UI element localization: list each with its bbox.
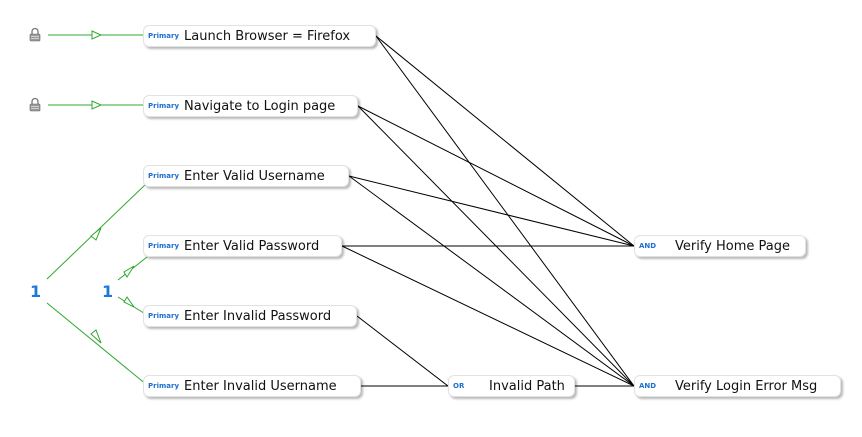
cause-node-invalid-password[interactable]: Primary Enter Invalid Password	[143, 305, 357, 327]
lock-icon	[29, 27, 41, 42]
node-type-tag: Primary	[148, 382, 180, 390]
cause-node-invalid-username[interactable]: Primary Enter Invalid Username	[143, 375, 361, 397]
link-c1-e2	[375, 35, 635, 387]
node-label: Enter Valid Password	[184, 238, 320, 254]
node-label: Enter Invalid Password	[184, 308, 332, 324]
link-c3-e1	[348, 175, 635, 247]
node-type-tag: Primary	[148, 172, 180, 180]
cause-node-launch-browser[interactable]: Primary Launch Browser = Firefox	[143, 25, 376, 47]
node-label: Verify Login Error Msg	[675, 378, 818, 394]
link-c4-e2	[341, 245, 635, 387]
node-label: Verify Home Page	[675, 238, 791, 254]
arrow-head	[91, 100, 103, 110]
node-label: Enter Invalid Username	[184, 378, 337, 394]
constraint-one-label[interactable]: 1	[102, 282, 114, 301]
node-type-tag: AND	[639, 242, 657, 250]
effect-node-verify-home-page[interactable]: AND Verify Home Page	[634, 235, 806, 257]
node-label: Launch Browser = Firefox	[184, 28, 351, 44]
node-type-tag: Primary	[148, 312, 180, 320]
arrow-head	[90, 329, 102, 344]
cause-node-valid-username[interactable]: Primary Enter Valid Username	[143, 165, 349, 187]
cause-node-navigate-login[interactable]: Primary Navigate to Login page	[143, 95, 358, 117]
node-type-tag: Primary	[148, 242, 180, 250]
node-type-tag: AND	[639, 382, 657, 390]
lock-icon	[29, 97, 41, 112]
arrow-head	[91, 30, 103, 40]
link-layer	[341, 35, 635, 387]
intermediate-node-invalid-path[interactable]: OR Invalid Path	[448, 375, 575, 397]
arrow-head	[123, 265, 135, 278]
constraint-one-label[interactable]: 1	[30, 282, 42, 301]
node-type-tag: OR	[453, 382, 465, 390]
node-type-tag: Primary	[148, 102, 180, 110]
effect-node-verify-login-error[interactable]: AND Verify Login Error Msg	[634, 375, 841, 397]
constraint-link	[46, 302, 148, 386]
arrow-head	[123, 296, 135, 308]
arrow-head	[90, 227, 102, 241]
node-label: Enter Valid Username	[184, 168, 325, 184]
link-c1-e1	[375, 35, 635, 247]
node-label: Navigate to Login page	[184, 98, 336, 114]
link-c5-i1	[356, 315, 449, 387]
green-connectors	[46, 30, 148, 386]
node-label: Invalid Path	[489, 378, 565, 394]
node-type-tag: Primary	[148, 32, 180, 40]
cause-node-valid-password[interactable]: Primary Enter Valid Password	[143, 235, 342, 257]
link-c2-e1	[357, 105, 635, 247]
link-c3-e2	[348, 175, 635, 387]
